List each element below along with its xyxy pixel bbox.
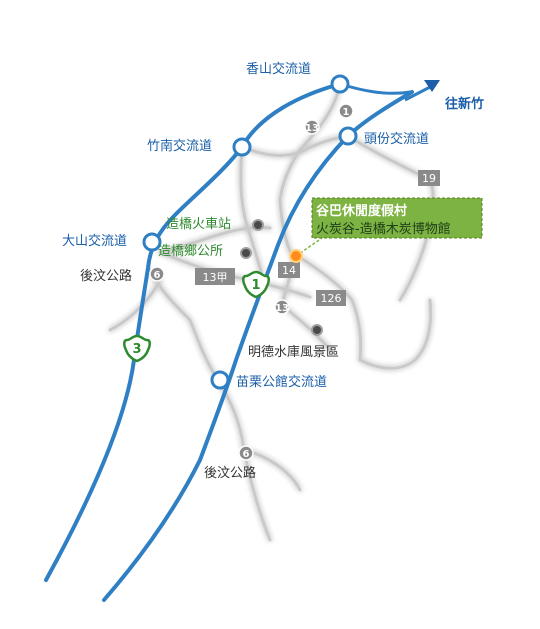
route-marker-6-north: 6 xyxy=(154,270,161,281)
poi-callout[interactable]: 谷巴休閒度假村 火炭谷-造橋木炭博物館 xyxy=(289,197,483,263)
road-126 xyxy=(294,253,363,362)
route-marker-6-south: 6 xyxy=(243,449,250,460)
road-13-north xyxy=(278,82,342,202)
route-marker-13-south: 13 xyxy=(275,303,289,314)
interchange-miaoli-label: 苗栗公館交流道 xyxy=(236,374,327,390)
interchange-xiangshan-marker[interactable] xyxy=(330,74,350,94)
place-dots xyxy=(240,219,323,336)
interchange-markers xyxy=(142,74,358,390)
place-zaoqiao-station: 造橋火車站 xyxy=(166,217,231,232)
route-marker-19: 19 xyxy=(422,172,436,185)
svg-text:3: 3 xyxy=(132,342,141,357)
interchange-toufen-label: 頭份交流道 xyxy=(364,131,429,147)
route-marker-13-north: 13 xyxy=(305,123,319,134)
route-marker-14: 14 xyxy=(282,264,296,277)
place-houhuan-north: 後汶公路 xyxy=(80,268,132,284)
poi-box xyxy=(311,197,483,239)
road-zhunan-link xyxy=(240,134,350,157)
station-dot xyxy=(252,219,264,231)
road-local-west xyxy=(239,145,264,277)
freeway-3 xyxy=(44,82,342,582)
place-mingde: 明德水庫風景區 xyxy=(248,345,339,360)
direction-label: 往新竹 xyxy=(445,96,484,112)
poi-title: 谷巴休閒度假村 xyxy=(316,203,407,219)
round-route-markers: 1 6 6 13 13 xyxy=(149,103,354,461)
road-east-hook xyxy=(358,298,433,370)
place-zaoqiao-office: 造橋鄉公所 xyxy=(158,243,223,259)
highway-shield-1: 1 xyxy=(242,270,270,299)
poi-marker[interactable] xyxy=(289,249,303,263)
interchange-dashan-label: 大山交流道 xyxy=(62,233,127,249)
interchange-zhunan-label: 竹南交流道 xyxy=(147,138,212,154)
interchange-toufen-marker[interactable] xyxy=(338,126,358,146)
route-marker-13jia: 13甲 xyxy=(203,271,228,284)
road-misc-mid xyxy=(280,303,332,352)
place-houhuan-south: 後汶公路 xyxy=(204,465,256,481)
direction-arrow xyxy=(404,80,440,102)
interchange-zhunan-marker[interactable] xyxy=(232,137,252,157)
xiangshan-link xyxy=(338,82,412,95)
rect-route-markers: 19 13甲 14 126 xyxy=(195,170,440,306)
svg-text:1: 1 xyxy=(251,278,260,293)
office-dot xyxy=(240,247,252,259)
mingde-dot xyxy=(311,324,323,336)
interchange-dashan-marker[interactable] xyxy=(142,232,162,252)
interchange-miaoli-marker[interactable] xyxy=(210,370,230,390)
road-houhuan-west xyxy=(148,268,220,382)
interchange-xiangshan-label: 香山交流道 xyxy=(246,61,311,77)
route-marker-126: 126 xyxy=(321,292,342,305)
poi-subtitle: 火炭谷-造橋木炭博物館 xyxy=(316,222,451,237)
highway-shield-3: 3 xyxy=(123,334,151,363)
route-marker-1: 1 xyxy=(343,107,350,118)
road-misc-left xyxy=(108,278,162,332)
